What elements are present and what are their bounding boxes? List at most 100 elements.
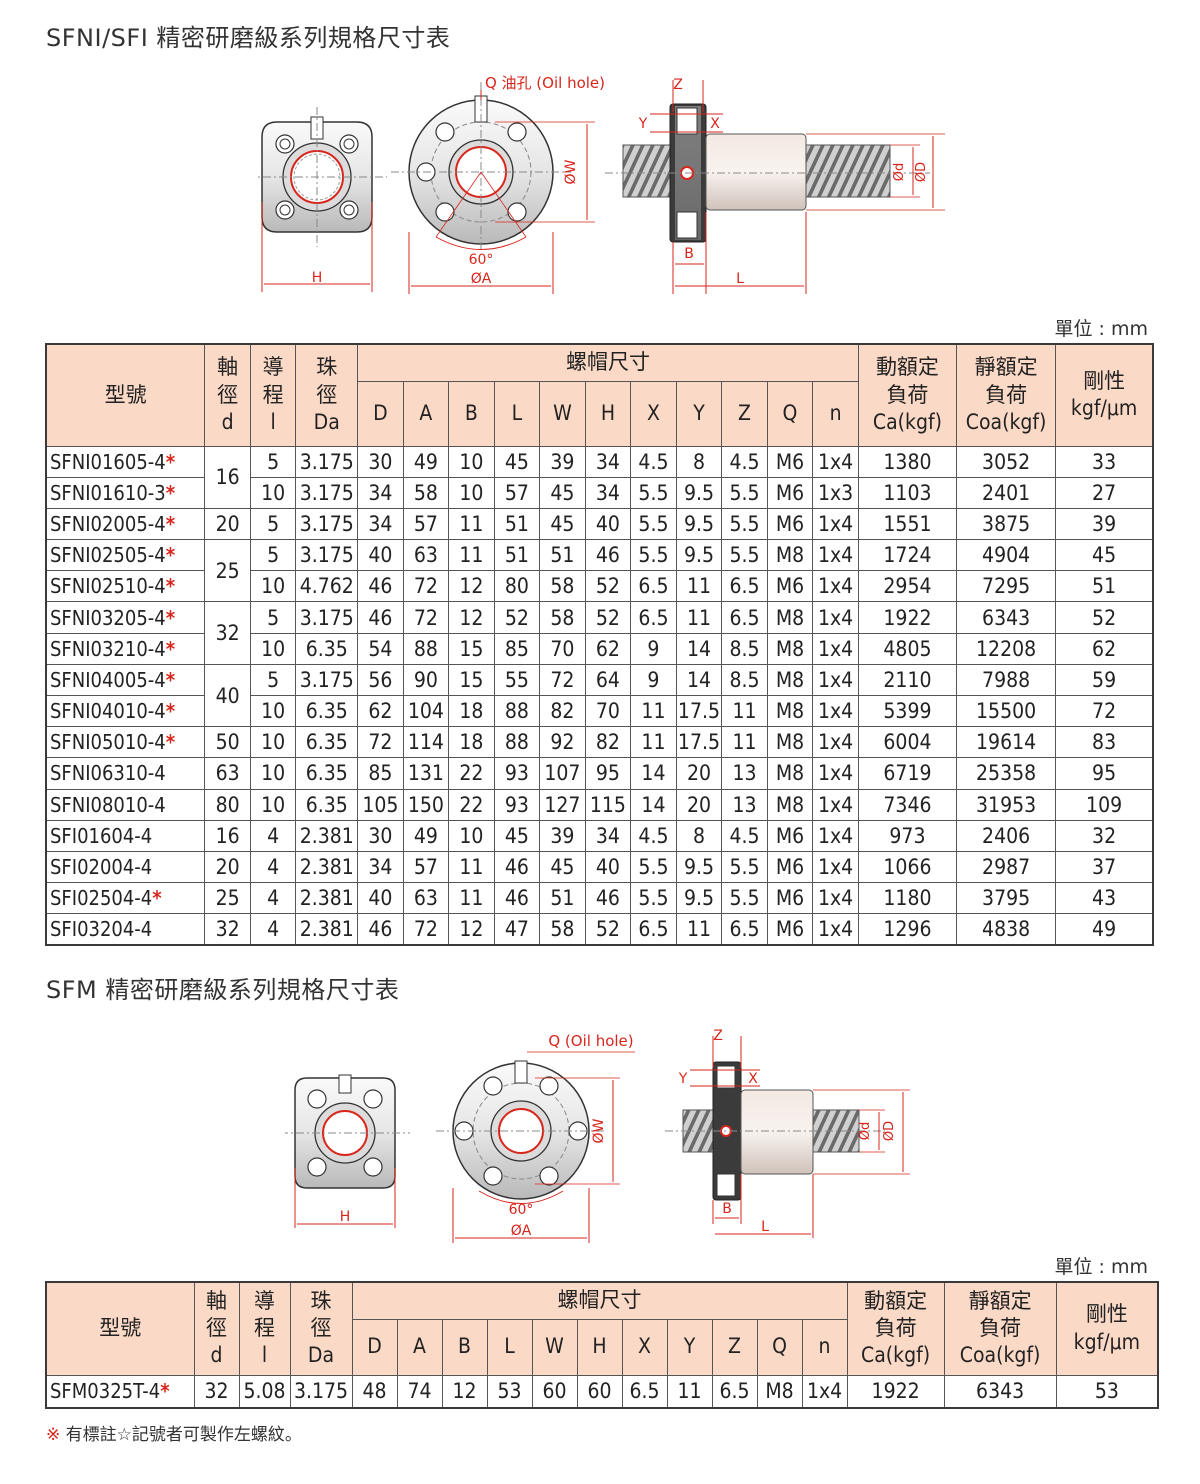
cell-q: M6 (766, 882, 814, 915)
cell-coa: 2987 (956, 850, 1057, 884)
cell-q: M6 (766, 445, 814, 478)
cell-x: 9 (630, 632, 677, 665)
cell-ca: 4805 (857, 632, 958, 665)
cell-w: 107 (539, 757, 586, 790)
cell-coa: 4904 (956, 539, 1057, 572)
unit-label: 單位 : mm (1054, 318, 1149, 340)
cell-z: 5.5 (721, 539, 768, 572)
cell-da: 3.175 (295, 476, 359, 509)
cell-l: 45 (493, 445, 541, 478)
cell-h: 52 (584, 601, 632, 634)
cell-y: 11 (675, 913, 723, 946)
cell-k: 39 (1055, 507, 1154, 541)
cell-n: 1x4 (812, 788, 859, 821)
cell-z: 5.5 (721, 882, 768, 915)
footnote: ※ 有標註☆記號者可製作左螺紋。 (46, 1420, 302, 1445)
cell-d: 30 (357, 445, 404, 478)
cell-d: 48 (351, 1374, 398, 1409)
cell-h: 52 (584, 570, 632, 603)
cell-k: 27 (1055, 476, 1154, 509)
cell-x: 6.5 (630, 913, 677, 946)
cell-model: SFNI01605-4* (45, 445, 206, 478)
cell-q: M6 (766, 913, 814, 946)
cell-z: 5.5 (721, 507, 768, 541)
cell-n: 1x4 (812, 445, 859, 478)
svg-text:B: B (684, 246, 694, 262)
cell-b: 10 (448, 819, 495, 852)
cell-l: 10 (249, 632, 297, 665)
cell-q: M8 (766, 726, 814, 759)
svg-text:Y: Y (638, 116, 648, 132)
cell-q: M8 (756, 1374, 803, 1409)
cell-l: 80 (493, 570, 541, 603)
cell-z: 5.5 (721, 850, 768, 884)
cell-n: 1x4 (812, 819, 859, 852)
left-thread-star: * (165, 480, 176, 505)
cell-ca: 1180 (857, 882, 958, 915)
cell-da: 2.381 (295, 913, 359, 946)
left-thread-star: * (152, 886, 162, 911)
cell-d: 20 (204, 850, 251, 884)
cell-d: 30 (357, 819, 404, 852)
cell-da: 3.175 (289, 1374, 353, 1409)
cell-w: 39 (539, 445, 586, 478)
cell-a: 57 (402, 850, 450, 884)
cell-q: M6 (766, 570, 814, 603)
col-nut-n: n (812, 380, 859, 447)
cell-model: SFNI01610-3* (45, 476, 206, 509)
cell-l: 5 (249, 539, 297, 572)
col-nut-x: X (630, 380, 677, 447)
cell-l: 10 (249, 726, 297, 759)
cell-d: 62 (357, 694, 404, 728)
cell-l: 4 (249, 882, 297, 915)
cell-q: M6 (766, 507, 814, 541)
svg-text:60°: 60° (469, 252, 494, 268)
cell-b: 22 (448, 788, 495, 821)
svg-text:Q 油孔 (Oil hole): Q 油孔 (Oil hole) (485, 74, 605, 92)
cell-ca: 2110 (857, 663, 958, 697)
cell-z: 11 (721, 694, 768, 728)
cell-ca: 2954 (857, 570, 958, 603)
cell-coa: 12208 (956, 632, 1057, 665)
cell-n: 1x4 (812, 726, 859, 759)
cell-d: 16 (204, 819, 251, 852)
cell-da: 2.381 (295, 882, 359, 915)
cell-l: 93 (493, 757, 541, 790)
cell-k: 109 (1055, 788, 1154, 821)
cell-k: 62 (1055, 632, 1154, 665)
section1-title: SFNI/SFI 精密研磨級系列規格尺寸表 (46, 24, 451, 52)
cell-d: 20 (204, 507, 251, 541)
cell-d: 32 (204, 601, 251, 665)
cell-l: 4 (249, 913, 297, 946)
left-thread-star: * (165, 730, 176, 755)
cell-k: 33 (1055, 445, 1154, 478)
cell-b: 12 (441, 1374, 488, 1409)
cell-z: 5.5 (721, 476, 768, 509)
cell-coa: 31953 (956, 788, 1057, 821)
cell-a: 49 (402, 819, 450, 852)
cell-da: 3.175 (295, 445, 359, 478)
cell-d: 32 (204, 913, 251, 946)
cell-n: 1x4 (812, 507, 859, 541)
cell-y: 9.5 (675, 850, 723, 884)
cell-z: 13 (721, 757, 768, 790)
col-nut-l: L (493, 380, 541, 447)
cell-model: SFI02504-4* (45, 882, 206, 915)
cell-x: 5.5 (630, 539, 677, 572)
cell-k: 52 (1055, 601, 1154, 634)
cell-d: 72 (357, 726, 404, 759)
cell-a: 131 (402, 757, 450, 790)
cell-da: 3.175 (295, 601, 359, 634)
cell-coa: 3875 (956, 507, 1057, 541)
svg-text:ØD: ØD (882, 1121, 897, 1141)
cell-l: 5 (249, 663, 297, 697)
left-thread-star: * (165, 574, 176, 599)
cell-w: 58 (539, 601, 586, 634)
cell-w: 72 (539, 663, 586, 697)
cell-l: 10 (249, 476, 297, 509)
